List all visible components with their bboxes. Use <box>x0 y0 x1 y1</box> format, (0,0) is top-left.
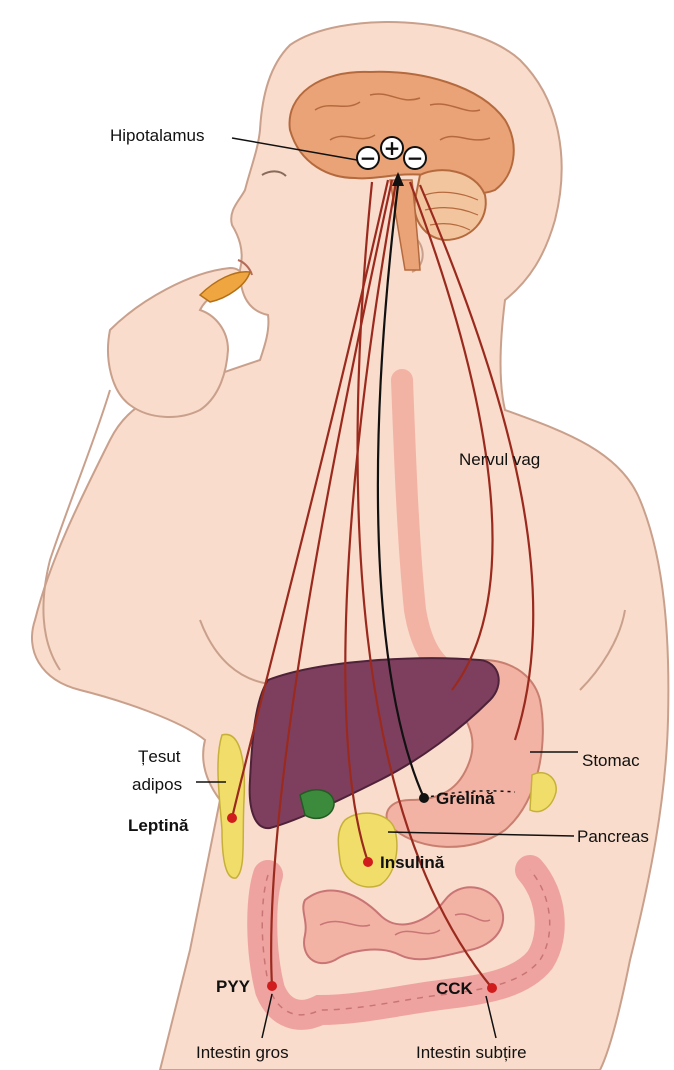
label-vagus-nerve: Nervul vag <box>459 450 540 469</box>
inhibit-symbol-right: − <box>407 146 424 170</box>
label-large-intestine: Intestin gros <box>196 1043 289 1062</box>
cck-dot <box>487 983 497 993</box>
label-pyy: PYY <box>216 977 251 996</box>
pyy-dot <box>267 981 277 991</box>
leptin-dot <box>227 813 237 823</box>
pancreas <box>338 813 397 887</box>
label-hypothalamus: Hipotalamus <box>110 126 205 145</box>
label-small-intestine: Intestin subțire <box>416 1043 527 1062</box>
ghrelin-dot <box>419 793 429 803</box>
label-insulin: Insulină <box>380 853 445 872</box>
inhibit-symbol-left: − <box>360 146 377 170</box>
label-leptin: Leptină <box>128 816 189 835</box>
label-ghrelin: Grelină <box>436 789 495 808</box>
gallbladder <box>300 790 334 819</box>
insulin-dot <box>363 857 373 867</box>
label-adipose-line2: adipos <box>132 775 182 794</box>
label-stomach: Stomac <box>582 751 640 770</box>
label-adipose-line1: Țesut <box>138 747 181 766</box>
label-cck: CCK <box>436 979 474 998</box>
stimulate-symbol: + <box>384 136 401 160</box>
label-pancreas: Pancreas <box>577 827 649 846</box>
